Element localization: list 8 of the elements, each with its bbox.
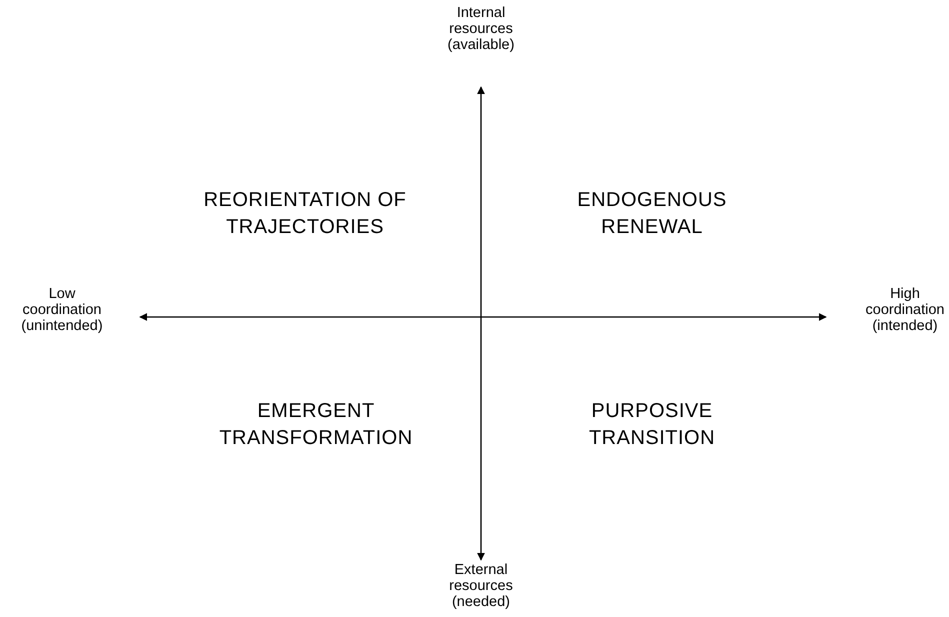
quadrant-label: ENDOGENOUS RENEWAL [576, 188, 728, 240]
axis-label: Low coordination (unintended) [20, 286, 104, 335]
axis-label: External resources (needed) [448, 562, 514, 611]
axis-label: Internal resources (available) [446, 5, 516, 54]
axis-label: High coordination (intended) [864, 286, 946, 335]
quadrant-label: EMERGENT TRANSFORMATION [218, 399, 414, 451]
quadrant-label: PURPOSIVE TRANSITION [588, 399, 716, 451]
quadrant-label: REORIENTATION OF TRAJECTORIES [202, 188, 408, 240]
